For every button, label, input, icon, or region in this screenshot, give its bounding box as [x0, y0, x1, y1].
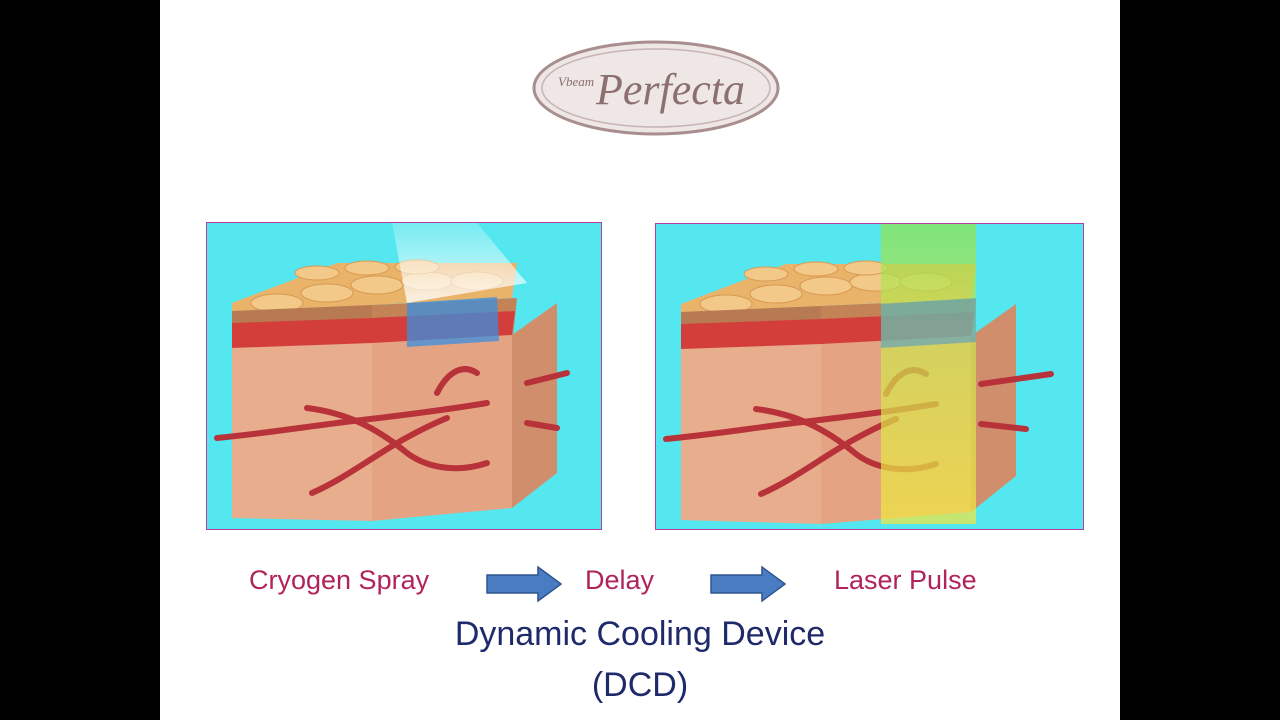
svg-text:Vbeam: Vbeam	[558, 74, 594, 89]
laser-pulse-illustration	[655, 223, 1084, 530]
right-arrow-icon	[710, 566, 786, 602]
slide: Vbeam Perfecta	[160, 0, 1120, 720]
step-laser-pulse: Laser Pulse	[834, 565, 977, 595]
svg-text:Perfecta: Perfecta	[595, 65, 745, 114]
step-delay: Delay	[585, 565, 655, 595]
slide-subtitle: (DCD)	[591, 666, 689, 704]
right-arrow-icon	[486, 566, 562, 602]
vbeam-perfecta-logo: Vbeam Perfecta	[530, 38, 782, 138]
slide-title: Dynamic Cooling Device	[454, 615, 826, 653]
step-cryogen-spray: Cryogen Spray	[249, 565, 430, 595]
cryogen-spray-illustration	[206, 222, 602, 530]
